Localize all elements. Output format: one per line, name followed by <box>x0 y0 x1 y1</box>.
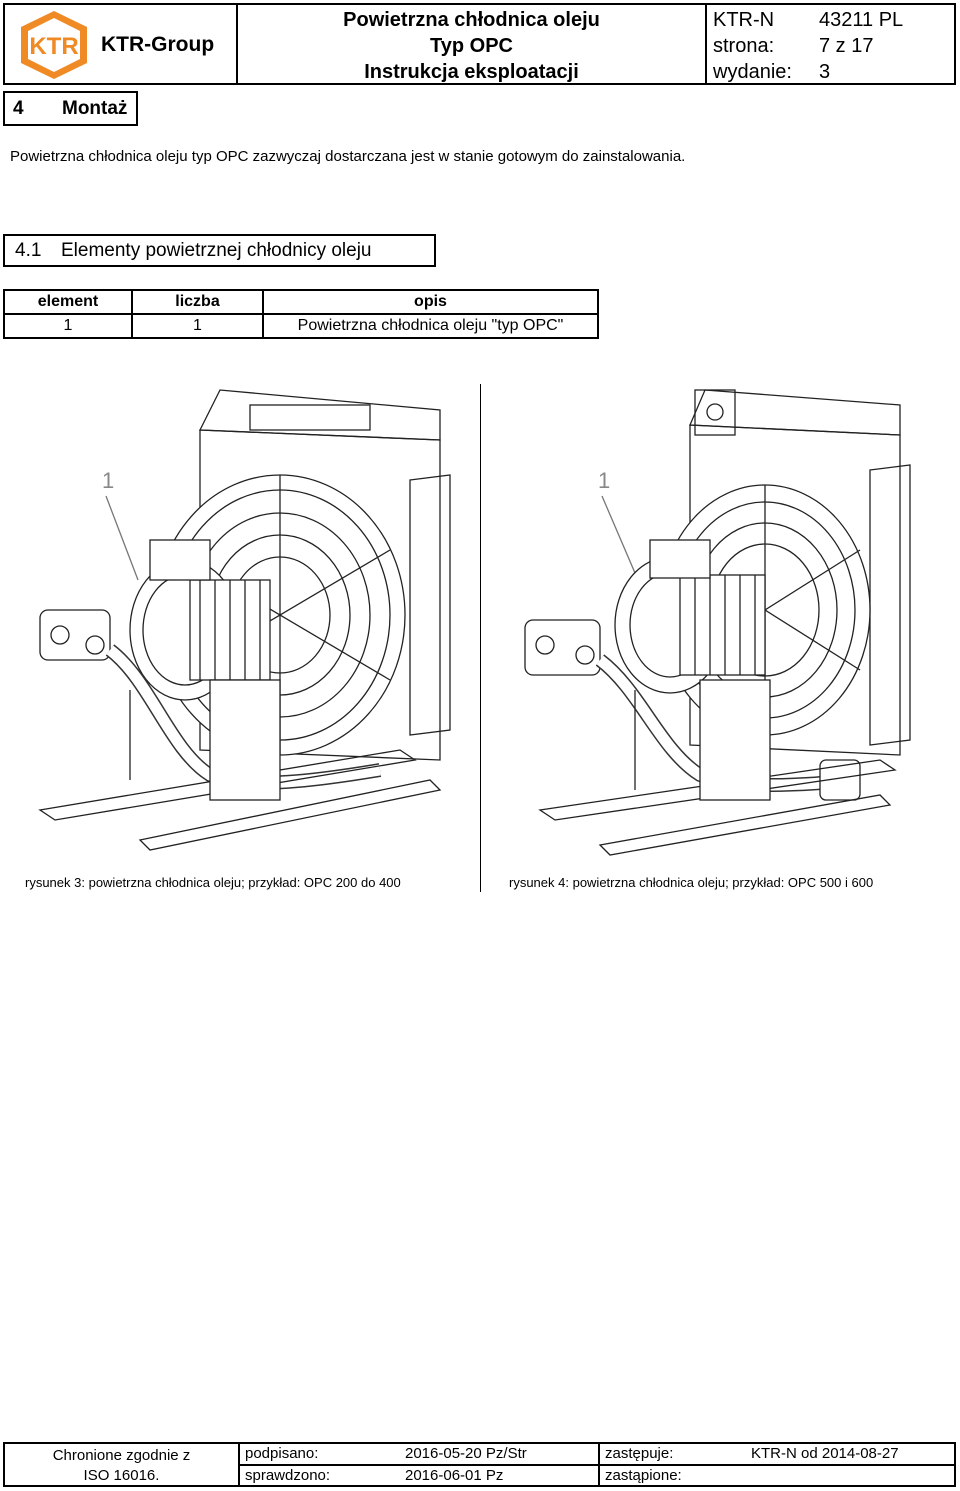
table-header-row: element liczba opis <box>3 289 599 315</box>
svg-text:1: 1 <box>102 468 114 493</box>
footer-divider <box>598 1444 600 1485</box>
doc-label: KTR-N <box>713 9 775 31</box>
doc-type: Typ OPC <box>430 35 513 57</box>
section-number: 4 <box>13 98 24 119</box>
table-cell: 1 <box>131 313 264 339</box>
replaces-label: zastępuje: <box>605 1445 674 1462</box>
edition-value: 3 <box>819 61 831 83</box>
intro-paragraph: Powietrzna chłodnica oleju typ OPC zazwy… <box>10 148 686 165</box>
subsection-title: Elementy powietrznej chłodnicy oleju <box>61 240 372 261</box>
column-header: opis <box>262 289 599 315</box>
copyright-line: ISO 16016. <box>83 1467 160 1484</box>
svg-text:KTR: KTR <box>29 33 78 60</box>
table-cell: 1 <box>3 313 133 339</box>
checked-label: sprawdzono: <box>245 1467 331 1484</box>
document-footer: Chronione zgodnie z ISO 16016. podpisano… <box>3 1442 956 1487</box>
figure-caption: rysunek 3: powietrzna chłodnica oleju; p… <box>25 875 401 890</box>
header-logo-cell: KTR KTR-Group <box>5 5 238 83</box>
footer-divider <box>240 1464 954 1466</box>
signed-value: 2016-05-20 Pz/Str <box>405 1445 527 1462</box>
oil-cooler-drawing-small: 1 <box>38 389 451 851</box>
signed-label: podpisano: <box>245 1445 319 1462</box>
doc-subtitle: Instrukcja eksploatacji <box>364 61 579 83</box>
subsection-number: 4.1 <box>15 240 42 261</box>
oil-cooler-drawing-large: 1 <box>524 389 911 856</box>
replaces-value: KTR-N od 2014-08-27 <box>751 1445 899 1462</box>
elements-table: element liczba opis 1 1 Powietrzna chłod… <box>3 289 599 339</box>
document-header: KTR KTR-Group Powietrzna chłodnica oleju… <box>3 3 956 85</box>
table-cell: Powietrzna chłodnica oleju "typ OPC" <box>262 313 599 339</box>
doc-title: Powietrzna chłodnica oleju <box>343 9 600 31</box>
copyright-notice: Chronione zgodnie z ISO 16016. <box>5 1444 240 1485</box>
column-header: liczba <box>131 289 264 315</box>
figure-divider <box>480 384 481 892</box>
copyright-line: Chronione zgodnie z <box>52 1447 191 1464</box>
column-header: element <box>3 289 133 315</box>
header-meta-cell: KTR-N 43211 PL strona: 7 z 17 wydanie: 3 <box>707 5 956 85</box>
edition-label: wydanie: <box>713 61 792 83</box>
subsection-heading: 4.1 Elementy powietrznej chłodnicy oleju <box>3 234 436 267</box>
svg-text:1: 1 <box>598 468 610 493</box>
section-heading: 4 Montaż <box>3 91 138 126</box>
header-title-cell: Powietrzna chłodnica oleju Typ OPC Instr… <box>238 5 707 83</box>
company-name: KTR-Group <box>101 33 215 56</box>
section-title: Montaż <box>62 98 128 119</box>
table-row: 1 1 Powietrzna chłodnica oleju "typ OPC" <box>3 313 599 339</box>
ktr-logo-icon: KTR <box>21 11 87 79</box>
checked-value: 2016-06-01 Pz <box>405 1467 504 1484</box>
doc-number: 43211 PL <box>819 9 904 31</box>
page-label: strona: <box>713 35 775 57</box>
page-value: 7 z 17 <box>819 35 874 57</box>
figure-caption: rysunek 4: powietrzna chłodnica oleju; p… <box>509 875 874 890</box>
replaced-by-label: zastąpione: <box>605 1467 682 1484</box>
